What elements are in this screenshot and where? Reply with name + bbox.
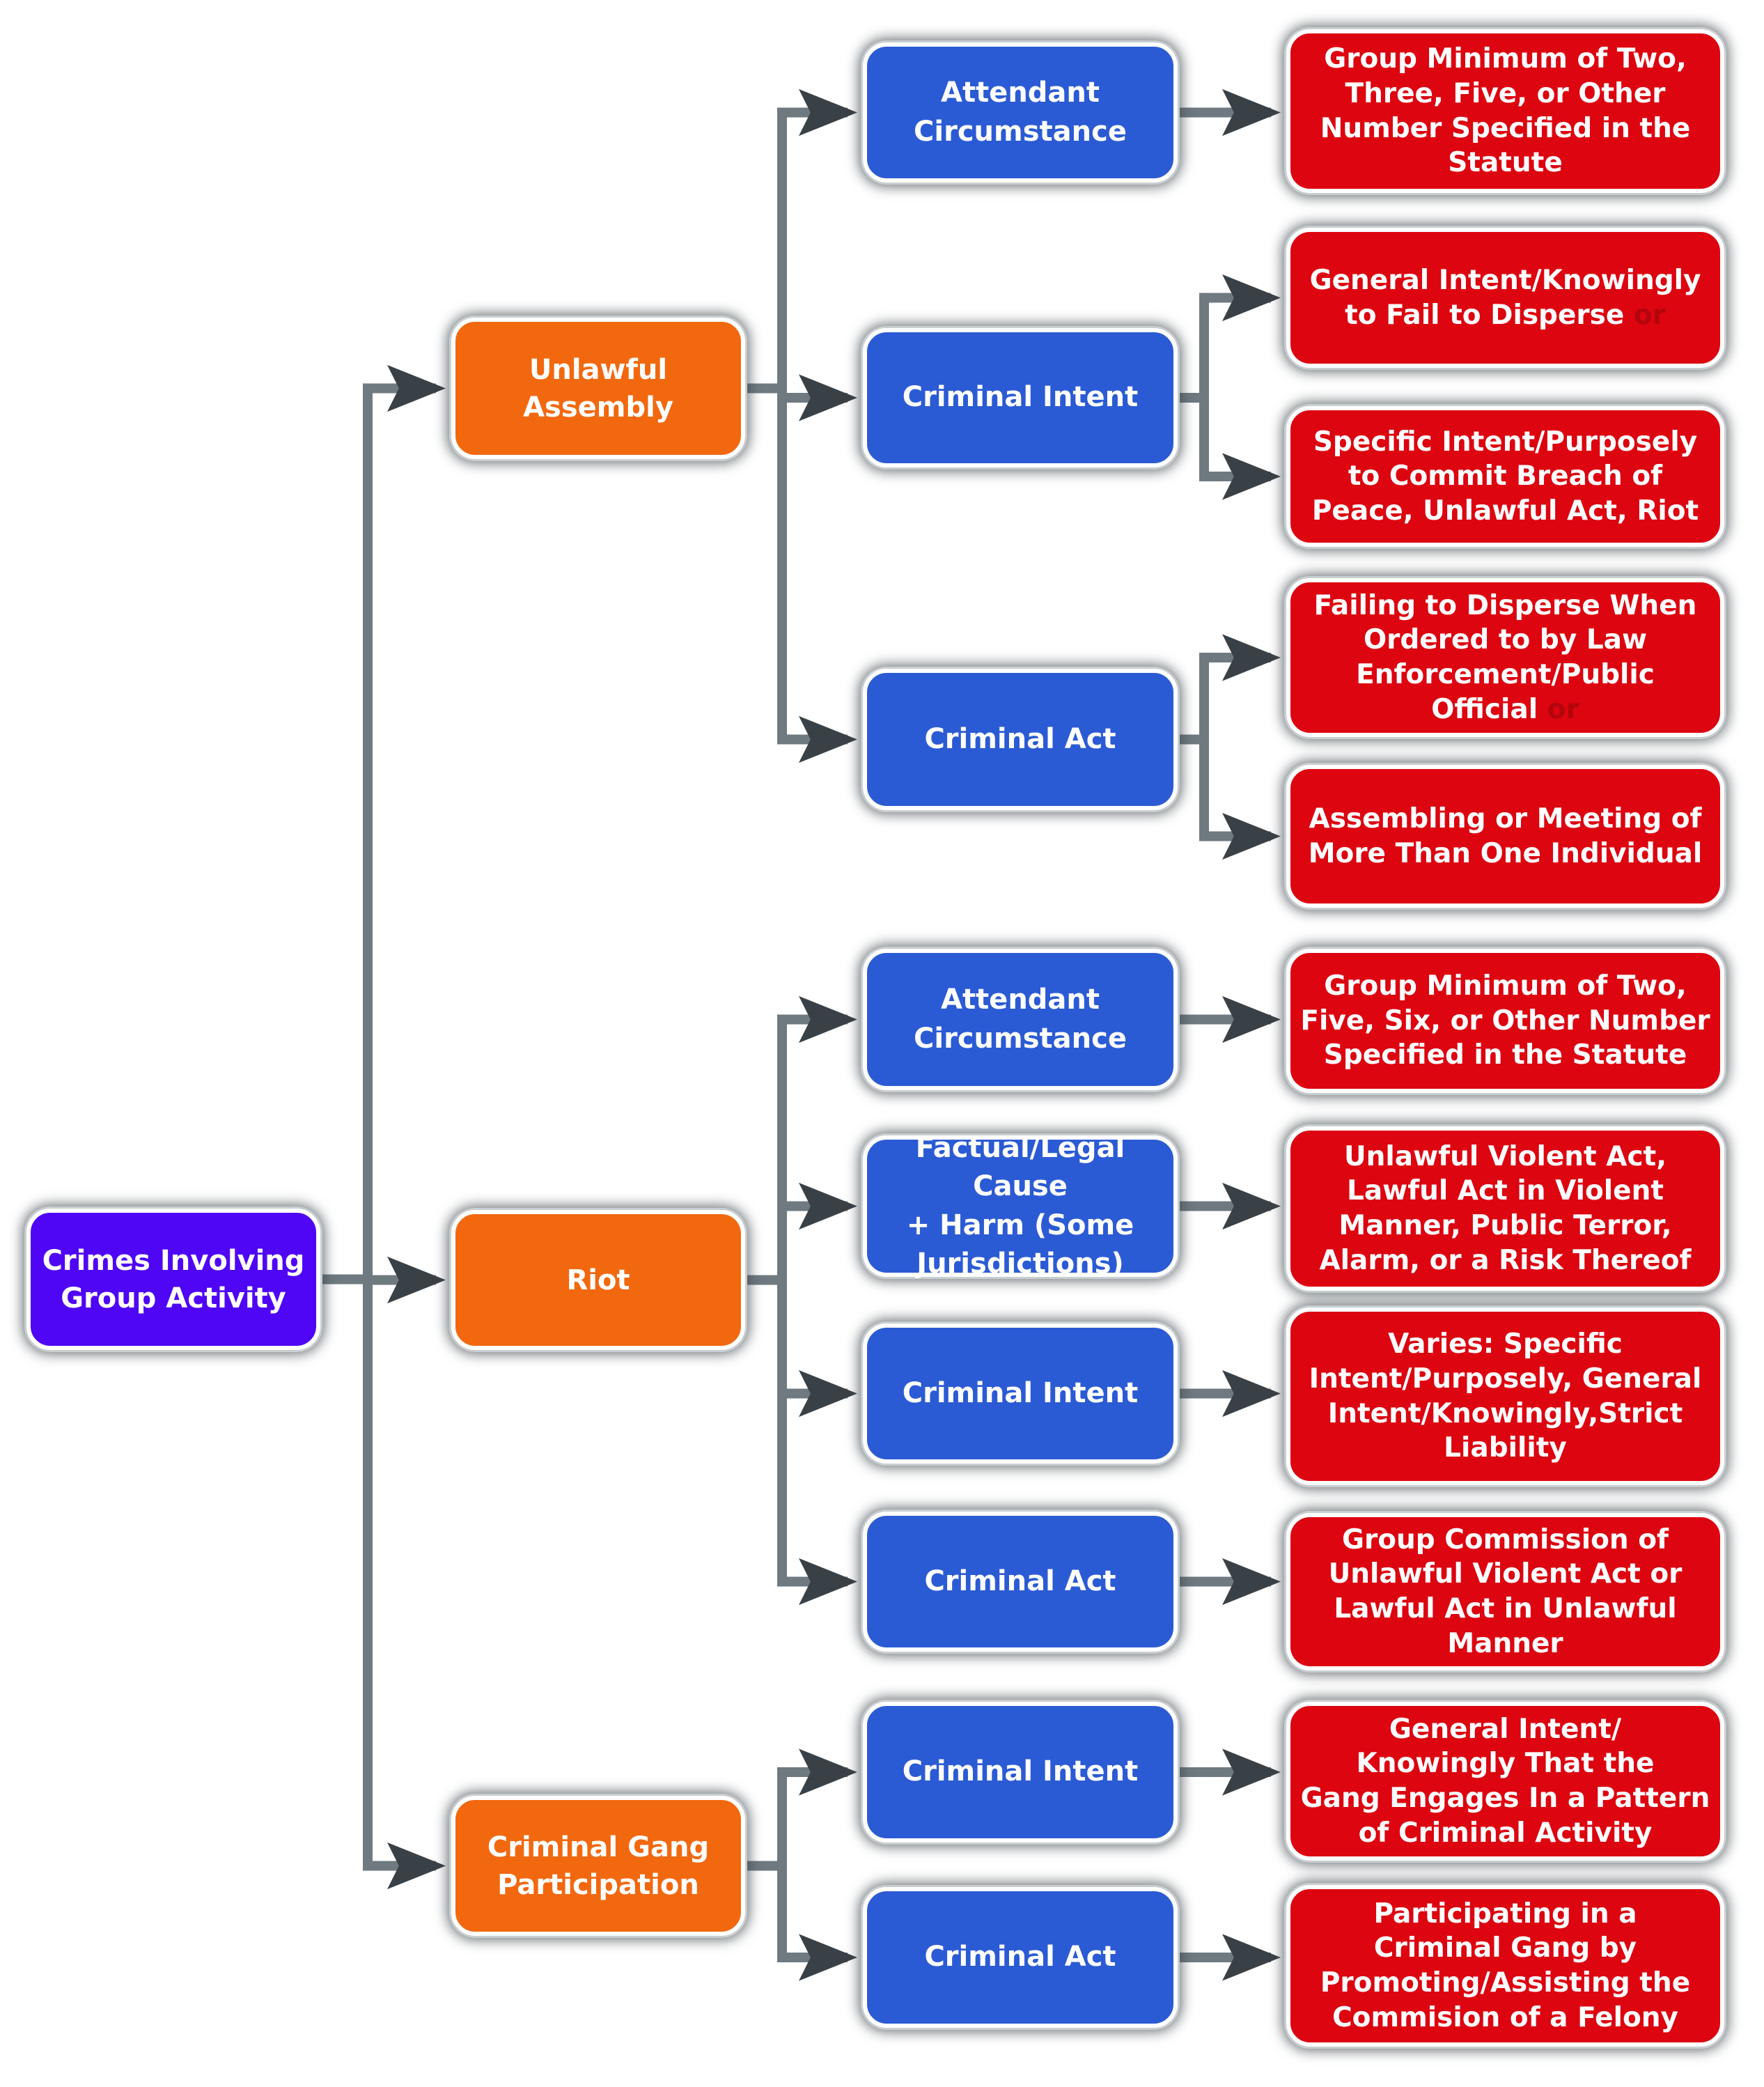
detail-specific-intent: Specific Intent/Purposely to Commit Brea… bbox=[1286, 406, 1724, 547]
element-criminal-intent: Criminal Intent bbox=[863, 1702, 1178, 1842]
category-unlawful-assembly: Unlawful Assembly bbox=[451, 318, 745, 459]
category-riot: Riot bbox=[451, 1210, 745, 1350]
detail-label: Failing to Disperse When Ordered to by L… bbox=[1314, 589, 1697, 727]
detail-participating: Participating in a Criminal Gang by Prom… bbox=[1286, 1885, 1724, 2047]
detail-group-minimum: Group Minimum of Two, Three, Five, or Ot… bbox=[1286, 29, 1724, 193]
element-label: Criminal Act bbox=[924, 1941, 1116, 1973]
detail-label: General Intent/ Knowingly That the Gang … bbox=[1300, 1713, 1710, 1849]
detail-general-intent: General Intent/Knowingly to Fail to Disp… bbox=[1286, 228, 1724, 368]
detail-text: Failing to Disperse When Ordered to by L… bbox=[1313, 589, 1697, 725]
detail-label: Participating in a Criminal Gang by Prom… bbox=[1320, 1898, 1691, 2033]
detail-label: Group Commission of Unlawful Violent Act… bbox=[1328, 1523, 1683, 1659]
detail-assembling: Assembling or Meeting of More Than One I… bbox=[1286, 765, 1724, 908]
element-label: Attendant Circumstance bbox=[914, 984, 1127, 1055]
category-label: Unlawful Assembly bbox=[523, 353, 673, 424]
root-label: Crimes Involving Group Activity bbox=[42, 1244, 305, 1314]
category-criminal-gang-participation: Criminal Gang Participation bbox=[451, 1796, 745, 1936]
detail-label: Specific Intent/Purposely to Commit Brea… bbox=[1311, 426, 1699, 527]
detail-label: General Intent/Knowingly to Fail to Disp… bbox=[1310, 263, 1701, 332]
detail-failing-to-disperse: Failing to Disperse When Ordered to by L… bbox=[1286, 578, 1724, 737]
element-criminal-intent: Criminal Intent bbox=[863, 328, 1178, 467]
element-label: Criminal Intent bbox=[902, 1376, 1139, 1409]
detail-label: Unlawful Violent Act, Lawful Act in Viol… bbox=[1319, 1140, 1692, 1276]
element-criminal-act: Criminal Act bbox=[863, 1512, 1178, 1652]
detail-unlawful-violent-act: Unlawful Violent Act, Lawful Act in Viol… bbox=[1286, 1126, 1724, 1291]
category-label: Riot bbox=[566, 1264, 630, 1296]
detail-group-commission: Group Commission of Unlawful Violent Act… bbox=[1286, 1513, 1724, 1670]
element-attendant-circumstance: Attendant Circumstance bbox=[863, 42, 1178, 183]
root-node: Crimes Involving Group Activity bbox=[26, 1209, 320, 1350]
category-label: Criminal Gang Participation bbox=[487, 1831, 710, 1901]
element-label: Criminal Intent bbox=[902, 1755, 1139, 1788]
detail-group-minimum: Group Minimum of Two, Five, Six, or Othe… bbox=[1286, 949, 1724, 1093]
element-label: Factual/Legal Cause + Harm (Some Jurisdi… bbox=[906, 1132, 1134, 1280]
detail-label: Group Minimum of Two, Three, Five, or Ot… bbox=[1320, 43, 1691, 179]
detail-label: Varies: Specific Intent/Purposely, Gener… bbox=[1309, 1328, 1702, 1464]
or-connector: or bbox=[1547, 693, 1579, 725]
element-criminal-act: Criminal Act bbox=[863, 669, 1178, 810]
element-label: Attendant Circumstance bbox=[914, 77, 1127, 148]
element-factual-legal-cause: Factual/Legal Cause + Harm (Some Jurisdi… bbox=[863, 1132, 1178, 1280]
detail-text: General Intent/Knowingly to Fail to Disp… bbox=[1309, 264, 1701, 331]
element-label: Criminal Intent bbox=[902, 381, 1139, 414]
element-criminal-intent: Criminal Intent bbox=[863, 1324, 1178, 1464]
detail-label: Assembling or Meeting of More Than One I… bbox=[1308, 802, 1703, 869]
detail-varies: Varies: Specific Intent/Purposely, Gener… bbox=[1286, 1308, 1724, 1485]
or-connector: or bbox=[1633, 299, 1666, 331]
element-criminal-act: Criminal Act bbox=[863, 1887, 1178, 2028]
element-label: Criminal Act bbox=[924, 1565, 1116, 1597]
detail-gang-general-intent: General Intent/ Knowingly That the Gang … bbox=[1286, 1702, 1724, 1861]
detail-label: Group Minimum of Two, Five, Six, or Othe… bbox=[1300, 970, 1710, 1071]
element-label: Criminal Act bbox=[924, 722, 1116, 755]
element-attendant-circumstance: Attendant Circumstance bbox=[863, 949, 1178, 1090]
